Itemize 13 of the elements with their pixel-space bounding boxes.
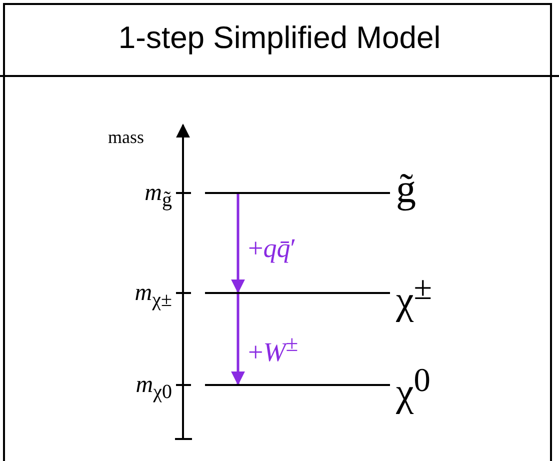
mass-label: m$_{χ±}$ <box>134 280 172 313</box>
mass-label: m$_{χ0}$ <box>134 372 172 405</box>
particle-symbol: χ$^{0}$ <box>396 361 430 412</box>
decay-arrow <box>231 194 245 294</box>
mass-label: m$_{g̃}$ <box>144 180 172 213</box>
axis-label: mass <box>108 127 144 148</box>
energy-level-line <box>205 384 390 386</box>
particle-symbol: g̃ <box>396 169 416 209</box>
decay-arrow <box>231 294 245 386</box>
energy-level-line <box>205 192 390 194</box>
energy-level-line <box>205 292 390 294</box>
title-banner: 1-step Simplified Model <box>0 0 559 77</box>
particle-symbol: χ$^{±}$ <box>396 269 432 320</box>
